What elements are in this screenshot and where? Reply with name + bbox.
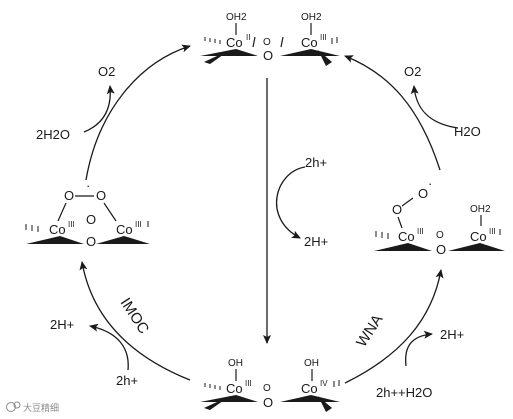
left-proton-out-label: 2H+: [50, 317, 74, 332]
proton-left-arrow: [89, 323, 129, 371]
right-cobalt-right: Co: [470, 229, 487, 244]
right-water-ligand: OH2: [470, 204, 491, 215]
top-bridge-oxygen-upper: O: [263, 37, 271, 48]
right-bridge-oxygen-upper: O: [436, 230, 444, 241]
svg-text:IV: IV: [320, 379, 328, 388]
center-proton-arrow: [275, 166, 306, 239]
watermark-text: 大豆精细: [23, 402, 59, 414]
watermark: 大豆精细: [6, 401, 59, 414]
bottom-left-cobalt: Co: [226, 381, 243, 396]
right-proton-out-label: 2H+: [440, 327, 464, 342]
right-cobalt-left: Co: [398, 229, 415, 244]
right-water-label: H2O: [454, 124, 481, 139]
left-cobalt-right: Co: [116, 222, 133, 237]
left-bridge-oxygen-lower: O: [86, 234, 96, 249]
right-bridge-oxygen-lower: O: [436, 242, 446, 257]
left-peroxo-oxygen-1: O: [64, 188, 74, 203]
top-left-ligand: OH2: [226, 12, 247, 23]
top-bridge-oxygen-lower: O: [263, 48, 273, 63]
top-right-ligand: OH2: [301, 12, 322, 23]
svg-text:II: II: [246, 33, 250, 42]
svg-text:III: III: [135, 220, 142, 229]
proton-right-arrow: [404, 330, 433, 367]
bottom-bridge-oxygen-lower: O: [263, 395, 273, 410]
bottom-bridge-oxygen-upper: O: [263, 383, 271, 394]
center-proton-out-label: 2H+: [304, 234, 328, 249]
top-right-cobalt: Co: [301, 35, 318, 50]
bottom-right-cobalt: Co: [301, 381, 318, 396]
left-peroxo-oxygen-2: O: [96, 188, 106, 203]
left-o2-label: O2: [98, 64, 115, 79]
right-superoxo-oxygen-1: O: [392, 202, 402, 217]
left-proton-in-label: 2h+: [116, 373, 138, 388]
svg-text:III: III: [245, 379, 252, 388]
svg-text:III: III: [68, 220, 75, 229]
svg-text:·: ·: [428, 176, 432, 191]
cycle-arc-top-right: [344, 55, 441, 171]
wna-pathway-label: WNA: [353, 312, 386, 351]
left-water-label: 2H2O: [36, 127, 70, 142]
cycle-arc-bottom-left: [79, 261, 191, 381]
top-left-cobalt: Co: [226, 35, 243, 50]
svg-text:III: III: [320, 33, 327, 42]
cycle-arc-bottom-right: [344, 269, 444, 384]
watermark-logo-icon: [6, 402, 16, 412]
bottom-right-ligand: OH: [304, 358, 319, 369]
right-superoxo-oxygen-2: O: [418, 186, 428, 201]
o2-release-right-arrow: [410, 85, 459, 129]
cycle-arc-top-left: [85, 44, 191, 181]
right-o2-label: O2: [404, 64, 421, 79]
svg-text:III: III: [417, 227, 424, 236]
imoc-pathway-label: IMOC: [117, 295, 153, 337]
right-complex: · O O OH2 Co III Co III O O: [374, 176, 505, 257]
left-complex: O · O Co III Co III O O: [25, 178, 150, 249]
top-complex: OH2 OH2 Co II Co III O O: [200, 12, 340, 66]
svg-text:·: ·: [86, 178, 90, 193]
o2-release-left-arrow: [83, 85, 115, 133]
bottom-left-ligand: OH: [228, 358, 243, 369]
center-proton-in-label: 2h+: [305, 155, 327, 170]
right-reactants-label: 2h++H2O: [376, 385, 432, 400]
left-bridge-oxygen-upper: O: [86, 212, 96, 227]
left-cobalt-left: Co: [49, 222, 66, 237]
svg-text:III: III: [489, 227, 496, 236]
bottom-complex: OH OH Co III Co IV O O: [200, 358, 340, 412]
